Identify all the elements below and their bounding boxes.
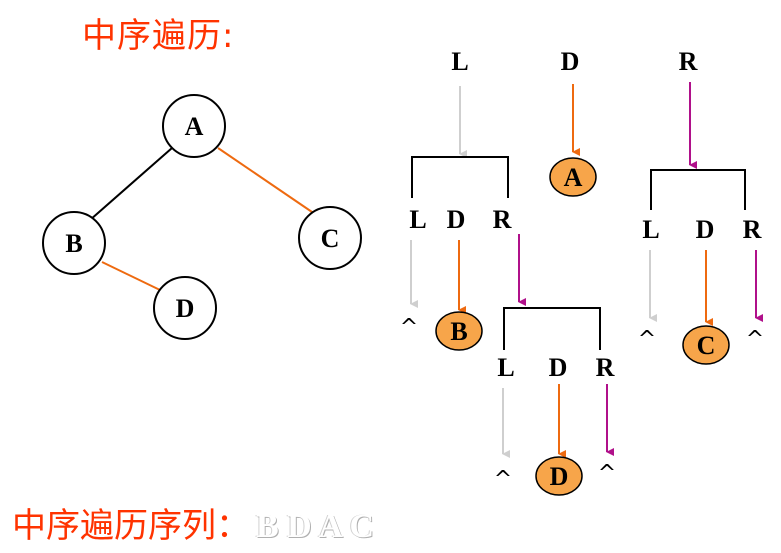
- traversal-diagram: L D R A L D R ^ B L D R ^ ^ D: [400, 47, 764, 496]
- left-sub-null-left: ^: [400, 315, 418, 340]
- edge-a-c: [217, 147, 313, 213]
- top-l-label: L: [451, 47, 468, 76]
- visited-node-b: [435, 311, 483, 351]
- edge-b-d: [101, 261, 161, 291]
- b-right-sub-d-label: D: [549, 353, 568, 382]
- tree-node-d-label: D: [176, 294, 195, 323]
- right-sub-r-label: R: [743, 215, 762, 244]
- left-sub-r-label: R: [493, 205, 512, 234]
- b-right-sub-bracket: [503, 307, 601, 350]
- right-sub-l-label: L: [642, 215, 659, 244]
- left-sub-bracket: [411, 156, 509, 198]
- inorder-sequence: 中序遍历序列：B D A C: [12, 498, 374, 547]
- edge-a-b: [89, 147, 173, 221]
- b-right-sub-r-label: R: [596, 353, 615, 382]
- visited-node-d: [535, 456, 583, 496]
- visited-node-a: [549, 157, 597, 197]
- tree-node-b-label: B: [65, 229, 82, 258]
- visited-node-c-label: C: [697, 331, 716, 360]
- tree-node-c-label: C: [321, 224, 340, 253]
- visited-node-b-label: B: [450, 317, 467, 346]
- visited-node-c: [682, 325, 730, 365]
- right-sub-bracket: [650, 169, 746, 210]
- b-right-sub-l-label: L: [497, 353, 514, 382]
- page-title: 中序遍历:: [82, 16, 235, 56]
- b-right-sub-null-left: ^: [494, 467, 512, 492]
- binary-tree: A B C D: [42, 94, 362, 340]
- inorder-sequence-value: B D A C: [256, 508, 375, 545]
- top-d-label: D: [561, 47, 580, 76]
- visited-node-a-label: A: [564, 163, 583, 192]
- tree-node-b: [42, 211, 106, 275]
- tree-node-d: [153, 276, 217, 340]
- inorder-sequence-label: 中序遍历序列：: [12, 506, 250, 546]
- right-sub-null-right: ^: [746, 327, 764, 352]
- left-sub-d-label: D: [447, 205, 466, 234]
- right-sub-d-label: D: [696, 215, 715, 244]
- b-right-sub-null-right: ^: [598, 461, 616, 486]
- tree-node-a-label: A: [185, 112, 204, 141]
- visited-node-d-label: D: [550, 462, 569, 491]
- tree-node-a: [162, 94, 226, 158]
- top-r-label: R: [679, 47, 698, 76]
- left-sub-l-label: L: [409, 205, 426, 234]
- right-sub-null-left: ^: [638, 327, 656, 352]
- tree-node-c: [298, 206, 362, 270]
